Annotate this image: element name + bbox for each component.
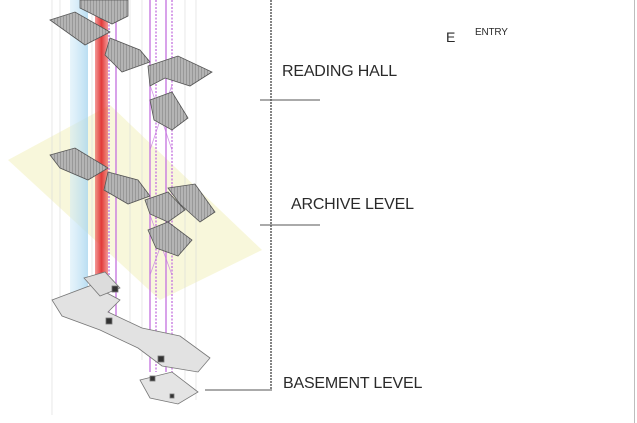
upper-blocks	[49, 0, 213, 131]
page-edge-divider	[634, 0, 635, 423]
legend-label-entry: ENTRY	[475, 27, 508, 38]
leader-lines	[205, 99, 320, 391]
vertical-core-red	[95, 0, 108, 300]
label-reading-hall: READING HALL	[282, 63, 397, 80]
legend-key-entry: E	[446, 29, 456, 45]
label-archive-level: ARCHIVE LEVEL	[291, 196, 414, 213]
basement-slab	[51, 271, 211, 405]
floor-plane	[8, 105, 262, 300]
middle-blocks	[49, 147, 216, 257]
label-basement-level: BASEMENT LEVEL	[283, 375, 423, 392]
